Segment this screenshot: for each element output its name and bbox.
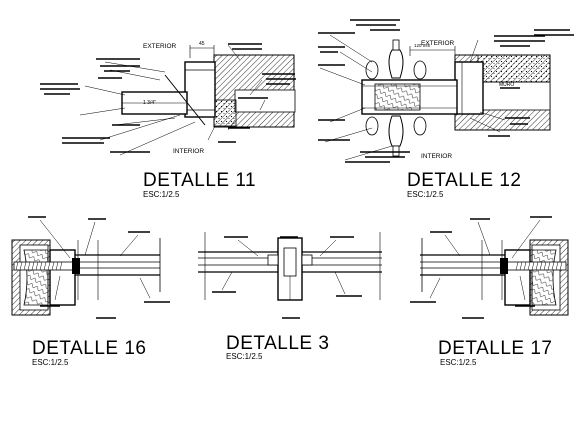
- detail-11-title: DETALLE 11: [143, 170, 257, 191]
- detail-3-scale: ESC:1/2.5: [226, 352, 263, 361]
- dimension-label: 120 mm: [414, 43, 431, 48]
- detail-16-drawing: [11, 216, 170, 319]
- exterior-label: EXTERIOR: [421, 40, 455, 47]
- small-dimension-label: 1 3/4": [143, 100, 156, 106]
- annotation-notes: [28, 216, 170, 319]
- door-frame: [184, 61, 216, 118]
- exterior-label: EXTERIOR: [143, 43, 177, 50]
- detail-17-scale: ESC:1/2.5: [440, 358, 477, 367]
- annotation-notes: [40, 43, 296, 153]
- dimension-label: 45: [199, 41, 205, 47]
- door-frame: [454, 61, 484, 115]
- detail-16-title: DETALLE 16: [32, 338, 147, 359]
- detail-17-title: DETALLE 17: [438, 338, 553, 359]
- detail-17-drawing: [410, 216, 569, 319]
- handle-bottom: [388, 115, 404, 147]
- annotation-notes: [410, 216, 552, 319]
- detail-12-drawing: EXTERIOR INTERIOR 120 mm MURO: [318, 19, 574, 163]
- detail-11-drawing: EXTERIOR INTERIOR 45 1 3/4": [40, 41, 296, 156]
- interior-label: INTERIOR: [421, 153, 452, 160]
- detail-12-scale: ESC:1/2.5: [407, 190, 444, 199]
- handle-top: [388, 49, 404, 79]
- detail-3-drawing: [198, 232, 382, 319]
- detail-12-title: DETALLE 12: [407, 170, 522, 191]
- annotation-notes: [212, 236, 362, 319]
- detail-11-scale: ESC:1/2.5: [143, 190, 180, 199]
- door-frame: [504, 249, 531, 306]
- annotation-notes: [318, 19, 574, 163]
- anchor-bolt: [13, 261, 79, 271]
- detail-16-scale: ESC:1/2.5: [32, 358, 69, 367]
- interior-label: INTERIOR: [173, 148, 204, 155]
- door-frame: [49, 249, 76, 306]
- detail-3-title: DETALLE 3: [226, 333, 330, 354]
- muro-label: MURO: [499, 82, 514, 88]
